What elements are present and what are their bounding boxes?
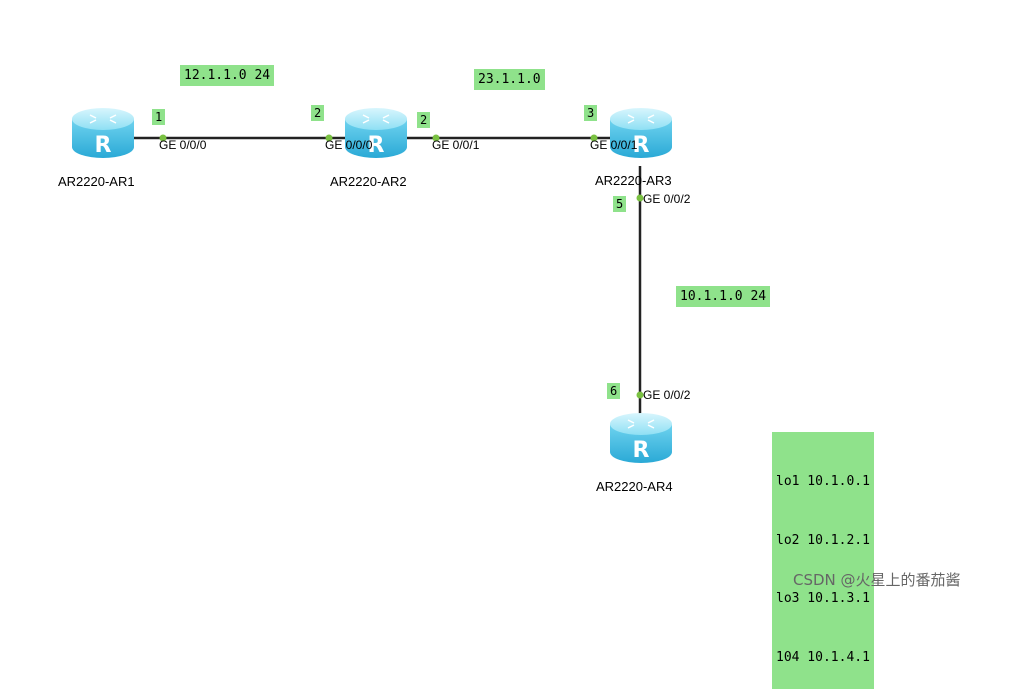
subnet-label-ar2-ar3: 23.1.1.0 xyxy=(474,69,545,90)
loopback-item: lo2 10.1.2.1 xyxy=(776,532,870,548)
port-dot-ar2-ge001 xyxy=(432,134,440,142)
svg-text:R: R xyxy=(368,133,385,158)
router-icon-ar2[interactable]: R xyxy=(345,108,407,158)
router-icon-ar3[interactable]: R xyxy=(610,108,672,158)
router-icon-ar1[interactable]: R xyxy=(72,108,134,158)
port-dot-ar1-ge000 xyxy=(159,134,167,142)
port-num-ar1: 1 xyxy=(152,109,166,125)
device-name-ar2: AR2220-AR2 xyxy=(330,174,407,189)
port-num-ar2-right: 2 xyxy=(417,112,431,128)
loopback-item: lo1 10.1.0.1 xyxy=(776,474,870,489)
watermark: CSDN @火星上的番茄酱 xyxy=(793,571,961,589)
router-icon-ar4[interactable]: R xyxy=(610,413,672,463)
port-dot-ar4-ge002 xyxy=(636,391,644,399)
port-num-ar3-bottom: 5 xyxy=(613,196,627,212)
device-name-ar3: AR2220-AR3 xyxy=(595,173,672,188)
port-dot-ar3-ge001 xyxy=(590,134,598,142)
loopback-item: 104 10.1.4.1 xyxy=(776,649,870,665)
loopback-item: lo3 10.1.3.1 xyxy=(776,591,870,606)
svg-text:R: R xyxy=(633,133,650,158)
port-num-ar2-left: 2 xyxy=(311,105,325,121)
port-dot-ar3-ge002 xyxy=(636,194,644,202)
iface-ar2-ge001: GE 0/0/1 xyxy=(432,138,480,152)
subnet-label-ar1-ar2: 12.1.1.0 24 xyxy=(180,65,275,86)
port-num-ar3-left: 3 xyxy=(584,105,598,121)
iface-ar4-ge002: GE 0/0/2 xyxy=(643,388,691,402)
topology-canvas: R R R R xyxy=(72,108,672,463)
iface-ar2-ge000: GE 0/0/0 xyxy=(325,138,373,152)
iface-ar3-ge001: GE 0/0/1 xyxy=(590,138,638,152)
port-dot-ar2-ge000 xyxy=(325,134,333,142)
port-num-ar4: 6 xyxy=(607,383,621,399)
svg-text:R: R xyxy=(633,438,650,463)
loopback-list: lo1 10.1.0.1 lo2 10.1.2.1 lo3 10.1.3.1 1… xyxy=(772,432,874,689)
device-name-ar4: AR2220-AR4 xyxy=(596,479,673,494)
svg-text:R: R xyxy=(95,133,112,158)
iface-ar3-ge002: GE 0/0/2 xyxy=(643,192,691,206)
subnet-label-ar3-ar4: 10.1.1.0 24 xyxy=(676,286,771,307)
iface-ar1-ge000: GE 0/0/0 xyxy=(159,138,207,152)
device-name-ar1: AR2220-AR1 xyxy=(58,174,135,189)
